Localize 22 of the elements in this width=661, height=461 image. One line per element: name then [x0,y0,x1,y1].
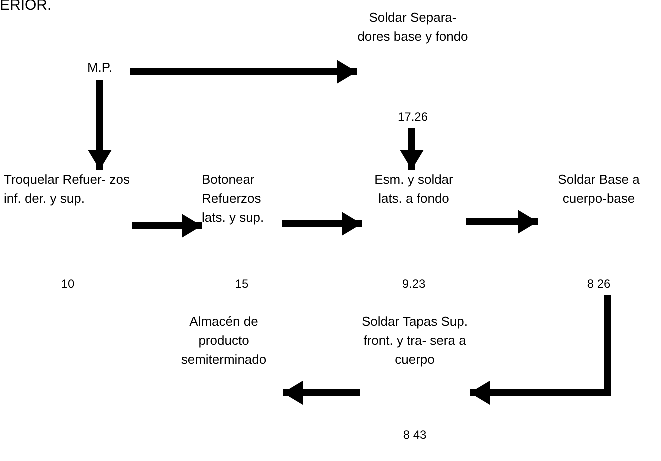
time-value: 10 [60,276,76,293]
step-label: Soldar Tapas Sup. front. y tra- sera a cuerpo [361,313,469,369]
step-label: Soldar Separa- dores base y fondo [357,9,469,46]
flow-arrow [470,295,612,405]
step-label: M.P. [86,59,114,77]
step-label: Botonear Refuerzos lats. y sup. [202,171,266,227]
time-value: 8 26 [586,276,612,293]
flow-arrow [132,214,202,238]
flow-arrow [466,210,538,234]
flow-arrow [130,60,357,84]
time-value: 8 43 [402,427,428,444]
flow-arrow [88,80,112,170]
step-label: Troquelar Refuer- zos inf. der. y sup. [4,171,131,208]
time-value: 17.26 [396,109,430,126]
time-value: 15 [234,276,250,293]
flow-arrow [400,128,424,170]
flow-arrow [283,381,360,405]
time-value: 9.23 [401,276,427,293]
step-label: Esm. y soldar lats. a fondo [374,171,454,208]
step-label: Almacén de producto semiterminado [180,313,268,369]
step-label: Soldar Base a cuerpo-base [557,171,641,208]
flow-arrow [282,212,362,236]
